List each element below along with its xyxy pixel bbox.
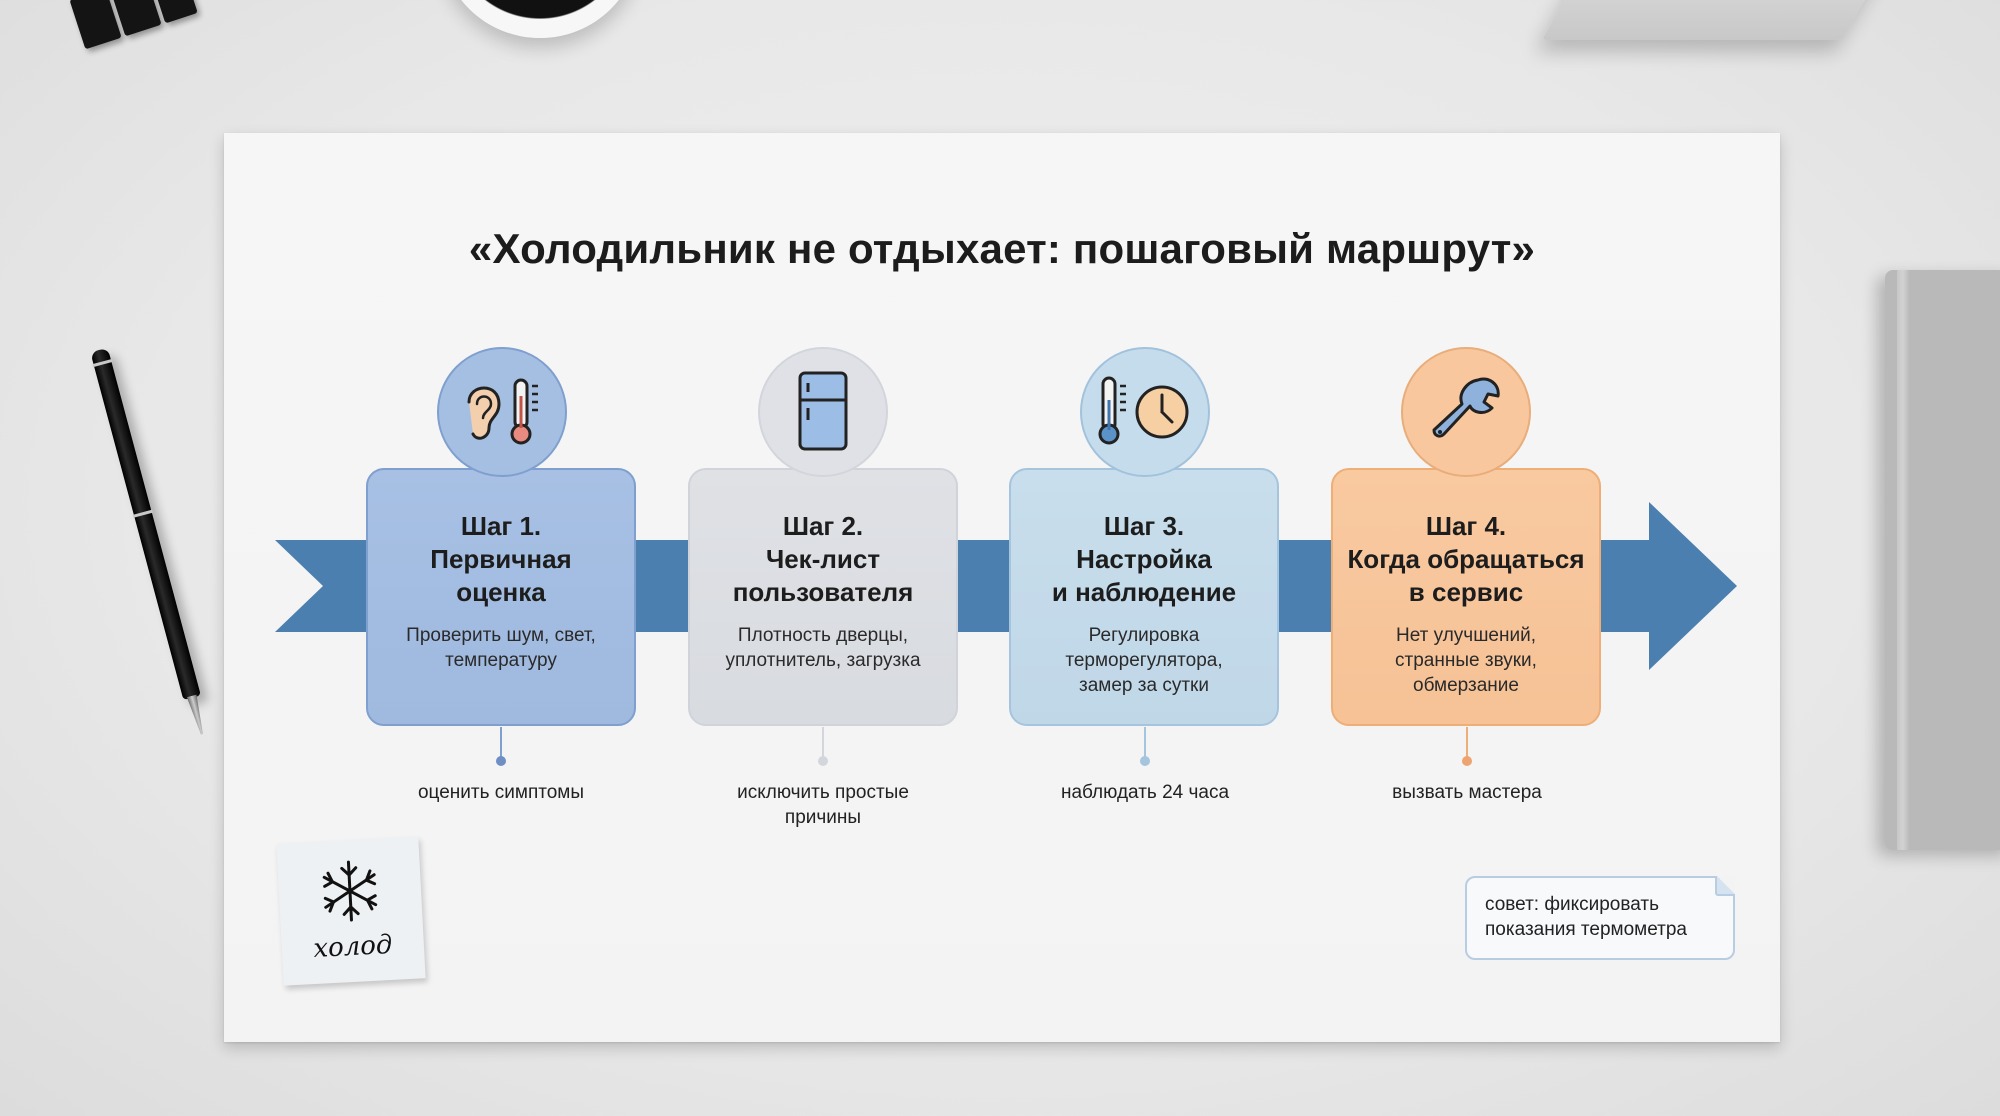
step-icon-circle-4 (1401, 347, 1531, 477)
sticky-note-label: холод (312, 929, 394, 964)
step-connector-2 (822, 727, 824, 760)
step-connector-1 (500, 727, 502, 760)
wrench-icon (1432, 377, 1500, 438)
book (1885, 270, 2000, 850)
step-outcome-3: наблюдать 24 часа (1060, 782, 1230, 803)
thermometer-icon (510, 378, 538, 445)
pen (90, 347, 214, 749)
step-icon-circle-1 (437, 347, 567, 477)
ear-icon (467, 386, 501, 440)
step-outcome-4: вызвать мастера (1392, 782, 1542, 803)
clock-icon (1135, 385, 1189, 439)
step-dot-1 (496, 756, 506, 766)
binder-clip (69, 0, 200, 52)
snowflake-icon (322, 860, 378, 922)
step-description: Плотность дверцы,уплотнитель, загрузка (725, 625, 921, 671)
step-icon-circle-3 (1080, 347, 1210, 477)
step-outcome-1: оценить симптомы (417, 782, 585, 803)
desk-box (1541, 0, 1889, 40)
step-connector-4 (1466, 727, 1468, 760)
page-fold-icon (1715, 876, 1735, 896)
tip-note: совет: фиксировать показания термометра (1465, 876, 1735, 960)
thermometer-icon (1098, 376, 1126, 445)
sticky-note: холод (276, 836, 426, 986)
step-dot-4 (1462, 756, 1472, 766)
coffee-mug (440, 0, 640, 38)
step-description: Проверить шум, свет,температуру (406, 625, 596, 671)
step-description: Нет улучшений,странные звуки,обмерзание (1395, 625, 1537, 696)
step-connector-3 (1144, 727, 1146, 760)
step-dot-2 (818, 756, 828, 766)
page-title: «Холодильник не отдыхает: пошаговый марш… (468, 225, 1536, 272)
fridge-icon (798, 371, 848, 451)
step-dot-3 (1140, 756, 1150, 766)
step-icon-circle-2 (758, 347, 888, 477)
